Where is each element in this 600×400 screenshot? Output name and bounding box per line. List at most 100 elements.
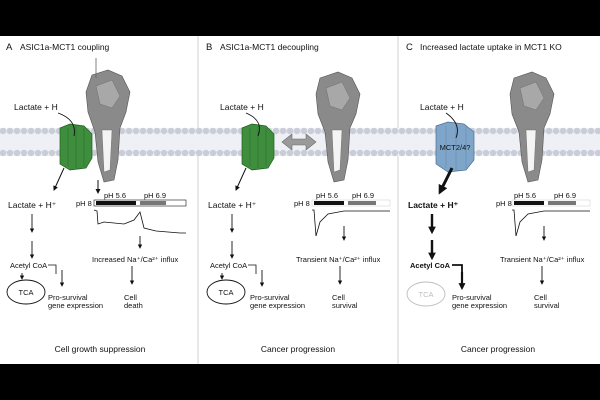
lipid-head [48,149,56,157]
lipid-head [132,149,140,157]
panel-a: A ASIC1a-MCT1 coupling Lactate + H Lacta… [6,42,187,354]
lipid-head [174,127,182,135]
lipid-head [391,149,399,157]
gene-expression-line1: Pro-survival [48,293,88,302]
lipid-head [181,127,189,135]
outcome-line2: survival [332,301,358,310]
tca-label: TCA [419,290,434,299]
lipid-head [216,149,224,157]
lipid-head [118,127,126,135]
lipid-head [384,127,392,135]
lipid-head [174,149,182,157]
lipid-head [426,127,434,135]
lipid-head [496,127,504,135]
lipid-head [412,149,420,157]
panel-b-footer: Cancer progression [261,344,335,354]
outcome-line2: death [124,301,143,310]
lactate-uptake-curve [245,112,260,137]
lipid-head [20,127,28,135]
lipid-head [216,127,224,135]
uptake-arrow [53,167,65,191]
gene-expression-line1: Pro-survival [452,293,492,302]
mct1-transporter [241,123,275,171]
current-trace-sustained [93,209,186,234]
lipid-head [167,149,175,157]
lipid-head [146,127,154,135]
lipid-head [349,149,357,157]
ph-protocol: pH 8 pH 5.6 pH 6.9 [496,191,591,237]
lipid-head [566,127,574,135]
ph-mid-label: pH 5.6 [514,191,536,200]
lipid-head [356,127,364,135]
gene-expression-line2: gene expression [48,301,103,310]
lipid-head [321,149,329,157]
gene-expression-line1: Pro-survival [250,293,290,302]
influx-label: Transient Na⁺/Ca²⁺ influx [500,255,585,264]
gene-expression-line2: gene expression [250,301,305,310]
lipid-head [377,149,385,157]
lactate-input-label: Lactate + H [220,102,264,112]
lipid-head [559,149,567,157]
lipid-head [230,149,238,157]
lipid-head [90,149,98,157]
lipid-head [118,149,126,157]
lipid-head [125,149,133,157]
panel-a-footer: Cell growth suppression [55,344,146,354]
lipid-head [405,127,413,135]
lipid-head [559,127,567,135]
lipid-head [6,127,14,135]
ph-right-label: pH 6.9 [144,191,166,200]
outcome-line1: Cell [332,293,345,302]
influx-label: Transient Na⁺/Ca²⁺ influx [296,255,381,264]
lipid-head [209,149,217,157]
lipid-head [160,149,168,157]
lactate-out-label: Lactate + H⁺ [8,200,57,210]
lipid-head [272,127,280,135]
lipid-head [489,127,497,135]
lipid-head [314,127,322,135]
lipid-head [34,127,42,135]
panel-c-letter: C [406,42,413,53]
outcome-line2: survival [534,301,560,310]
lipid-head [573,149,581,157]
lipid-head [594,149,600,157]
lipid-head [594,127,600,135]
lipid-head [146,149,154,157]
lipid-head [0,149,7,157]
lipid-head [503,149,511,157]
lipid-head [139,149,147,157]
lipid-head [503,127,511,135]
lipid-head [496,149,504,157]
lipid-head [153,149,161,157]
lipid-head [13,149,21,157]
lipid-head [580,127,588,135]
mct2-4-transporter [435,121,475,173]
ph-left-label: pH 8 [294,199,310,208]
acetyl-coa-label: Acetyl CoA [410,261,451,270]
acetyl-branch [48,264,57,274]
tca-cycle [206,279,246,305]
lipid-head [209,127,217,135]
ph-mid-label: pH 5.6 [316,191,338,200]
panel-a-letter: A [6,42,13,53]
lipid-head [188,149,196,157]
lipid-head [573,127,581,135]
lipid-head [293,149,301,157]
gene-expression-line2: gene expression [452,301,507,310]
tca-label: TCA [219,288,234,297]
ph-protocol: pH 8 pH 5.6 pH 6.9 [294,191,391,237]
ph-right-label: pH 6.9 [352,191,374,200]
lipid-head [188,127,196,135]
lipid-head [384,149,392,157]
lactate-input-label: Lactate + H [14,102,58,112]
lipid-head [398,127,406,135]
lipid-head [279,127,287,135]
lactate-input-label: Lactate + H [420,102,464,112]
lipid-head [286,127,294,135]
lipid-head [27,127,35,135]
lipid-head [356,149,364,157]
lipid-head [139,127,147,135]
current-trace-transient [512,209,590,237]
lipid-head [272,149,280,157]
